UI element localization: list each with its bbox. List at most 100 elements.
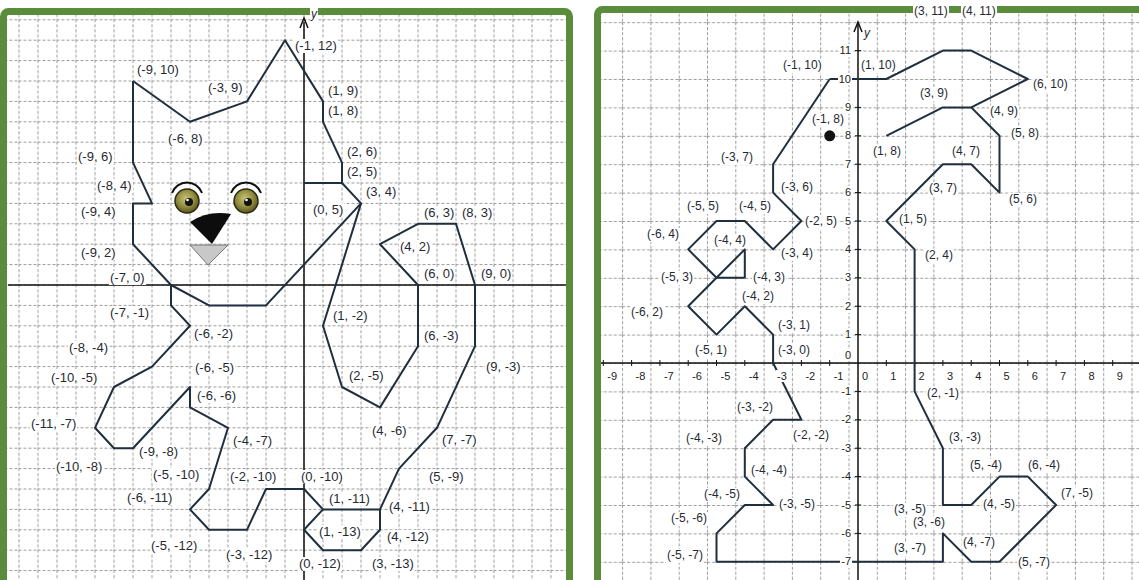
axis-label: y <box>310 8 318 22</box>
tick-label: 0 <box>861 370 869 383</box>
tick-label: -6 <box>840 527 852 540</box>
point-label: (-6, -11) <box>126 491 173 506</box>
point-label: (6, 3) <box>423 206 455 221</box>
cat-head <box>133 40 361 305</box>
rabbit-body <box>688 79 1056 562</box>
axis-ticks <box>603 51 1112 562</box>
tick-label: -9 <box>606 370 618 383</box>
panel-frame <box>4 12 570 580</box>
point-label: (-4, -3) <box>685 432 723 446</box>
point-label: (4, -5) <box>982 498 1016 512</box>
point-label: (6, 0) <box>423 267 455 282</box>
eye-glint <box>245 199 248 202</box>
point-label: (-6, -6) <box>196 389 237 404</box>
tick-label: -8 <box>635 370 647 383</box>
tick-label: 1 <box>844 328 852 341</box>
point-label: (-3, 7) <box>720 151 754 165</box>
axis-label: y <box>863 27 871 41</box>
point-label: (-3, -2) <box>736 401 774 415</box>
point-label: (3, -6) <box>912 516 946 530</box>
point-label: (-5, -12) <box>150 539 198 554</box>
tick-label: 5 <box>1003 370 1011 383</box>
x-axis <box>601 362 1139 364</box>
tick-label: 7 <box>1059 370 1067 383</box>
tick-label: -1 <box>833 370 845 383</box>
point-label: (3, 9) <box>919 87 949 101</box>
cat-nose <box>190 213 231 244</box>
cat-foot <box>304 509 380 550</box>
point-label: (1, 9) <box>327 84 359 99</box>
rabbit-eye <box>824 130 835 141</box>
point-label: (3, -5) <box>893 503 927 517</box>
point-label: (4, -11) <box>388 500 431 515</box>
point-label: (6, 10) <box>1032 78 1069 92</box>
point-label: (1, 8) <box>872 145 902 159</box>
tick-label: -3 <box>840 442 852 455</box>
point-label: (-3, 1) <box>777 319 811 333</box>
grid <box>7 15 566 580</box>
point-label: (-8, 4) <box>96 179 133 194</box>
pupil <box>244 198 252 206</box>
point-label: (2, 4) <box>924 249 954 263</box>
point-label: (3, 11) <box>913 5 949 19</box>
point-label: (-5, -6) <box>670 512 708 526</box>
point-label: (7, -5) <box>1060 487 1094 501</box>
point-label: (3, -7) <box>893 542 927 556</box>
rabbit-outline <box>688 51 1056 562</box>
point-label: (-3, 0) <box>777 344 811 358</box>
point-label: (-4, -7) <box>232 434 273 449</box>
point-label: (-4, -4) <box>750 464 788 478</box>
cat-body <box>95 203 475 529</box>
point-label: (-1, 10) <box>782 59 823 73</box>
point-label: (3, -13) <box>371 557 415 572</box>
grid <box>601 13 1139 580</box>
point-label: (1, -13) <box>318 525 362 540</box>
point-label: (9, 0) <box>480 267 512 282</box>
point-label: (3, 7) <box>928 182 958 196</box>
point-label: (5, -4) <box>969 459 1003 473</box>
point-label: (5, -7) <box>1017 556 1051 570</box>
panel-frame <box>598 10 1139 580</box>
point-label: (6, -4) <box>1027 459 1061 473</box>
tick-label: -4 <box>748 370 760 383</box>
point-label: (-3, -5) <box>778 498 816 512</box>
panel-ground <box>7 15 566 580</box>
point-label: (0, -12) <box>298 557 342 572</box>
point-label: (-6, 8) <box>167 132 204 147</box>
point-label: (4, -12) <box>386 530 430 545</box>
tick-label: 4 <box>844 243 852 256</box>
point-label: (7, -7) <box>441 433 478 448</box>
point-label: (3, 4) <box>365 185 397 200</box>
tick-label: 6 <box>844 186 852 199</box>
axis-arrow <box>300 18 308 28</box>
point-label: (-5, 1) <box>694 344 728 358</box>
point-label: (-9, -8) <box>138 445 179 460</box>
x-axis <box>8 284 566 286</box>
point-label: (-9, 2) <box>80 246 117 261</box>
point-label: (-6, 4) <box>646 228 680 242</box>
point-label: (4, -7) <box>962 536 996 550</box>
tick-label: -4 <box>840 470 852 483</box>
point-label: (-2, -2) <box>792 429 830 443</box>
rabbit-paw <box>717 249 745 277</box>
point-label: (-8, -4) <box>68 341 109 356</box>
point-label: (1, 10) <box>860 59 897 73</box>
point-label: (-5, -10) <box>152 468 200 483</box>
point-label: (0, 5) <box>312 203 344 218</box>
tick-label: 9 <box>1116 370 1124 383</box>
cat-outline <box>95 40 475 550</box>
point-label: (-9, 6) <box>77 150 114 165</box>
point-label: (-3, -12) <box>225 548 273 563</box>
point-label: (4, 7) <box>951 145 981 159</box>
axis-arrow <box>854 22 862 32</box>
point-label: (-7, 0) <box>109 271 146 286</box>
point-label: (-4, 3) <box>752 271 786 285</box>
point-label: (2, -1) <box>926 387 960 401</box>
cat-mouth <box>190 245 228 265</box>
point-label: (-1, 8) <box>811 113 845 127</box>
point-label: (-3, 6) <box>780 181 814 195</box>
tick-label: 0 <box>844 349 852 362</box>
point-label: (-4, 2) <box>741 290 775 304</box>
tick-label: -5 <box>840 499 852 512</box>
